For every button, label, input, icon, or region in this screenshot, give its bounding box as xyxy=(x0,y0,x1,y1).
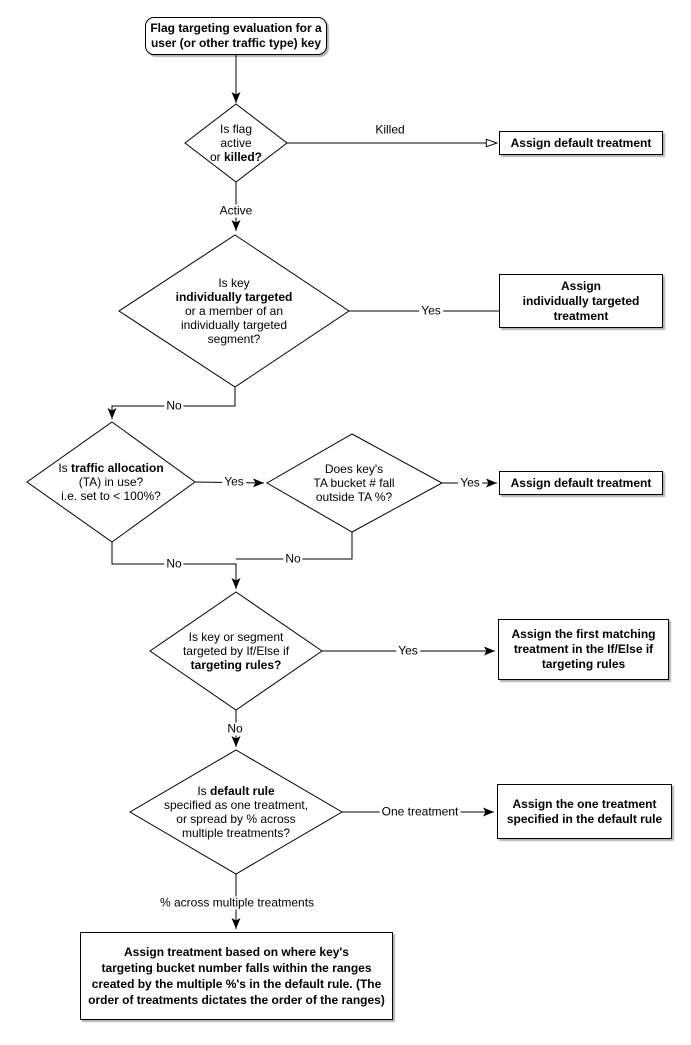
edge-label-yes-individual: Yes xyxy=(419,303,443,318)
edge-label-killed: Killed xyxy=(373,122,407,137)
edge-label-active: Active xyxy=(217,203,255,218)
edge-label-no-bucket: No xyxy=(283,551,303,566)
decision-individually-targeted-shape xyxy=(118,234,350,388)
box-assign-default-treatment-2: Assign default treatment xyxy=(499,471,663,495)
decision-flag-active-shape xyxy=(184,103,288,183)
box-assign-default-treatment-1-label: Assign default treatment xyxy=(510,135,652,150)
decision-traffic-allocation-shape xyxy=(26,421,196,543)
box-assign-default-treatment-1: Assign default treatment xyxy=(499,131,663,155)
edge-label-no-individual: No xyxy=(164,398,184,413)
edge-label-no-rules: No xyxy=(225,721,245,736)
decision-ta-bucket-shape xyxy=(265,433,444,533)
decision-traffic-allocation: Is traffic allocation(TA) in use?i.e. se… xyxy=(46,457,176,507)
edge-label-yes-rules: Yes xyxy=(396,643,420,658)
edge-no-bucket-to-targeting-rules xyxy=(236,532,353,560)
edge-label-yes-bucket: Yes xyxy=(458,475,482,490)
edge-label-pct-across: % across multiple treatments xyxy=(157,895,317,910)
box-assign-default-treatment-2-label: Assign default treatment xyxy=(510,475,652,490)
decision-traffic-allocation-label: Is traffic allocation(TA) in use?i.e. se… xyxy=(58,461,164,503)
edge-label-yes-ta: Yes xyxy=(222,474,246,489)
decision-default-rule-shape xyxy=(129,749,343,875)
decision-targeting-rules-shape xyxy=(149,591,323,711)
edge-label-no-ta: No xyxy=(164,556,184,571)
edge-label-one-treatment: One treatment xyxy=(379,804,461,819)
